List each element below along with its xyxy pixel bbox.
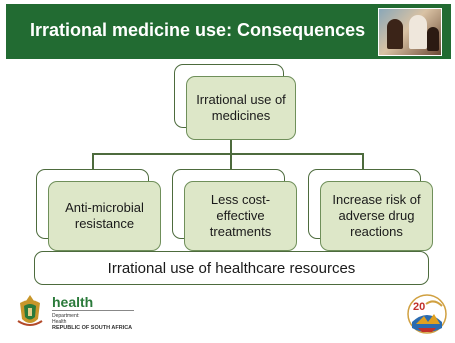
bottom-bar: Irrational use of healthcare resources	[34, 251, 429, 285]
connector-middle	[230, 153, 232, 169]
root-node: Irrational use of medicines	[186, 76, 296, 140]
connector-right	[362, 153, 364, 169]
child-node-2-label: Less cost-effective treatments	[209, 192, 272, 239]
dept-line-3: REPUBLIC OF SOUTH AFRICA	[52, 325, 133, 331]
header-photo	[378, 8, 442, 56]
child-node-2: Less cost-effective treatments	[184, 181, 297, 251]
child-node-1-label: Anti-microbial resistance	[65, 200, 144, 231]
health-logo-word: health	[52, 294, 94, 310]
emblem-number: 20	[413, 301, 425, 313]
bottom-bar-label: Irrational use of healthcare resources	[107, 259, 356, 277]
slide: Irrational medicine use: Consequences Ir…	[6, 4, 451, 339]
connector-horizontal	[92, 153, 364, 155]
header-bar: Irrational medicine use: Consequences	[6, 4, 451, 59]
root-node-label: Irrational use of medicines	[196, 92, 286, 123]
child-node-3-label: Increase risk of adverse drug reactions	[332, 192, 421, 239]
footer-divider	[52, 310, 134, 311]
connector-root-down	[230, 140, 232, 154]
slide-title: Irrational medicine use: Consequences	[30, 20, 366, 40]
connector-left	[92, 153, 94, 169]
dept-line-1: Department:	[52, 313, 80, 319]
coat-of-arms-icon	[17, 295, 43, 326]
anniversary-emblem-icon: 20	[407, 294, 447, 334]
dept-line-2: Health	[52, 319, 67, 325]
child-node-1: Anti-microbial resistance	[48, 181, 161, 251]
child-node-3: Increase risk of adverse drug reactions	[320, 181, 433, 251]
